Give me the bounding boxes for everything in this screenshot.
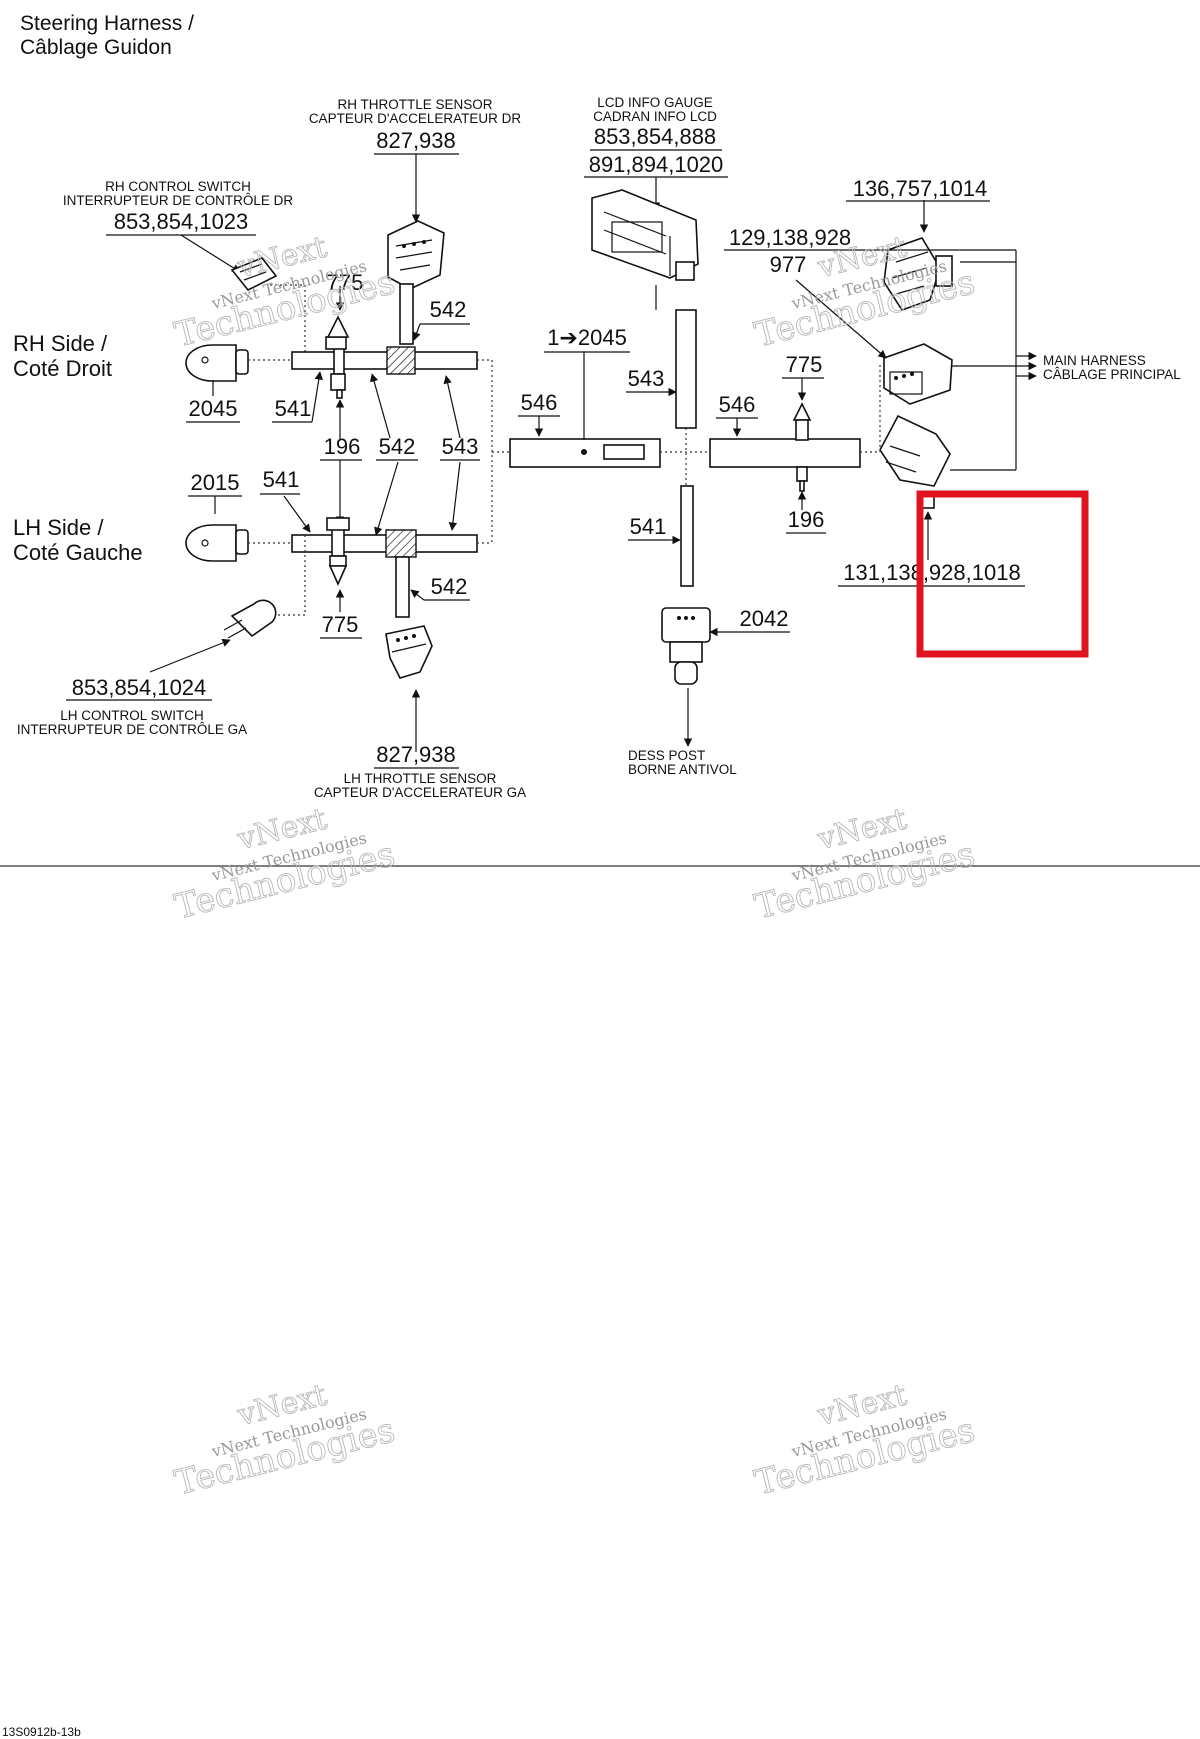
rh-wire-assembly — [291, 315, 478, 399]
svg-text:977: 977 — [770, 252, 807, 277]
rh-throttle-connector — [387, 220, 445, 345]
watermark: vNext vNext Technologies Technologies — [170, 801, 399, 928]
svg-text:853,854,888: 853,854,888 — [594, 124, 716, 149]
footer-code: 13S0912b-13b — [2, 1725, 81, 1739]
lh-control-switch-connector — [223, 599, 277, 639]
svg-text:LH CONTROL SWITCH: LH CONTROL SWITCH — [60, 708, 204, 723]
lcd-info-gauge-label: LCD INFO GAUGE CADRAN INFO LCD 853,854,8… — [584, 95, 728, 178]
ref-543-mid: 543 — [628, 366, 665, 391]
ref-131-label: 131,138,928,1018 — [838, 560, 1025, 587]
svg-text:131,138,928,1018: 131,138,928,1018 — [843, 560, 1020, 585]
lh-throttle-sensor-label: 827,938 LH THROTTLE SENSOR CAPTEUR D'ACC… — [314, 742, 526, 800]
ref-2015: 2015 — [191, 470, 240, 495]
ref-542-bottom: 542 — [431, 574, 468, 599]
lh-heated-grip — [185, 524, 249, 562]
svg-text:853,854,1024: 853,854,1024 — [72, 675, 207, 700]
main-harness-label: MAIN HARNESS CÂBLAGE PRINCIPAL — [1043, 353, 1181, 382]
ref-775-top: 775 — [327, 270, 364, 295]
svg-text:CAPTEUR D'ACCELERATEUR DR: CAPTEUR D'ACCELERATEUR DR — [309, 111, 522, 126]
svg-text:Câblage Guidon: Câblage Guidon — [20, 36, 172, 59]
dess-post-connector — [661, 607, 711, 685]
svg-text:MAIN HARNESS: MAIN HARNESS — [1043, 353, 1146, 368]
connector-136 — [883, 237, 953, 311]
svg-text:RH Side /: RH Side / — [13, 331, 108, 356]
rh-side-label: RH Side / Coté Droit — [13, 331, 112, 381]
svg-text:Coté Droit: Coté Droit — [13, 356, 112, 381]
svg-text:CÂBLAGE PRINCIPAL: CÂBLAGE PRINCIPAL — [1043, 367, 1181, 382]
watermark: vNext vNext Technologies Technologies — [170, 1377, 399, 1504]
lcd-gauge-connector — [591, 189, 699, 281]
center-wire-assembly — [509, 309, 861, 587]
rh-control-switch-connector — [230, 257, 278, 292]
svg-text:Steering Harness /: Steering Harness / — [20, 12, 194, 35]
rh-control-switch-label: RH CONTROL SWITCH INTERRUPTEUR DE CONTRÔ… — [63, 179, 294, 236]
right-sensor-775 — [792, 402, 812, 492]
ref-2045: 2045 — [189, 396, 238, 421]
svg-text:891,894,1020: 891,894,1020 — [589, 152, 724, 177]
watermark: vNext vNext Technologies Technologies — [170, 229, 399, 356]
ref-546-right: 546 — [719, 392, 756, 417]
ref-546-left: 546 — [521, 390, 558, 415]
svg-text:INTERRUPTEUR DE CONTRÔLE DR: INTERRUPTEUR DE CONTRÔLE DR — [63, 193, 294, 208]
svg-text:CAPTEUR D'ACCELERATEUR GA: CAPTEUR D'ACCELERATEUR GA — [314, 785, 526, 800]
ref-543-left: 543 — [442, 434, 479, 459]
diagram-title: Steering Harness / Câblage Guidon — [20, 12, 194, 59]
lh-throttle-connector — [385, 625, 433, 679]
watermark: vNext vNext Technologies Technologies — [750, 801, 979, 928]
svg-text:827,938: 827,938 — [376, 742, 456, 767]
highlight-box — [916, 490, 1089, 658]
ref-2042: 2042 — [740, 606, 789, 631]
svg-text:Coté Gauche: Coté Gauche — [13, 540, 143, 565]
svg-text:DESS POST: DESS POST — [628, 748, 705, 763]
svg-text:BORNE ANTIVOL: BORNE ANTIVOL — [628, 762, 737, 777]
ref-542-mid: 542 — [379, 434, 416, 459]
ref-136-label: 136,757,1014 — [846, 176, 990, 202]
svg-text:129,138,928: 129,138,928 — [729, 225, 851, 250]
ref-196-right: 196 — [788, 507, 825, 532]
svg-text:LCD INFO GAUGE: LCD INFO GAUGE — [597, 95, 713, 110]
lh-control-switch-label: 853,854,1024 LH CONTROL SWITCH INTERRUPT… — [17, 675, 247, 737]
ref-129-label: 129,138,928 977 — [724, 225, 856, 277]
dess-post-label: DESS POST BORNE ANTIVOL — [628, 748, 737, 777]
svg-text:CADRAN INFO LCD: CADRAN INFO LCD — [593, 109, 717, 124]
watermark: vNext vNext Technologies Technologies — [750, 1377, 979, 1504]
ref-196: 196 — [324, 434, 361, 459]
svg-text:827,938: 827,938 — [376, 128, 456, 153]
svg-text:RH THROTTLE SENSOR: RH THROTTLE SENSOR — [337, 97, 492, 112]
svg-text:LH Side /: LH Side / — [13, 515, 104, 540]
connector-129 — [883, 343, 953, 405]
lh-wire-assembly — [291, 517, 478, 618]
svg-text:INTERRUPTEUR DE CONTRÔLE GA: INTERRUPTEUR DE CONTRÔLE GA — [17, 722, 247, 737]
ref-775-bottom: 775 — [322, 612, 359, 637]
svg-text:RH CONTROL SWITCH: RH CONTROL SWITCH — [105, 179, 251, 194]
svg-text:853,854,1023: 853,854,1023 — [114, 209, 249, 234]
ref-541-mid: 541 — [630, 514, 667, 539]
ref-1-to-2045: 1➔2045 — [547, 325, 627, 350]
ref-542-top: 542 — [430, 297, 467, 322]
svg-text:LH THROTTLE SENSOR: LH THROTTLE SENSOR — [344, 771, 497, 786]
svg-text:136,757,1014: 136,757,1014 — [853, 176, 988, 201]
lh-side-label: LH Side / Coté Gauche — [13, 515, 143, 565]
rh-throttle-sensor-label: RH THROTTLE SENSOR CAPTEUR D'ACCELERATEU… — [309, 97, 522, 155]
rh-heated-grip — [185, 344, 249, 382]
ref-541-lh: 541 — [263, 467, 300, 492]
ref-541-rh: 541 — [275, 396, 312, 421]
ref-775-right: 775 — [786, 352, 823, 377]
